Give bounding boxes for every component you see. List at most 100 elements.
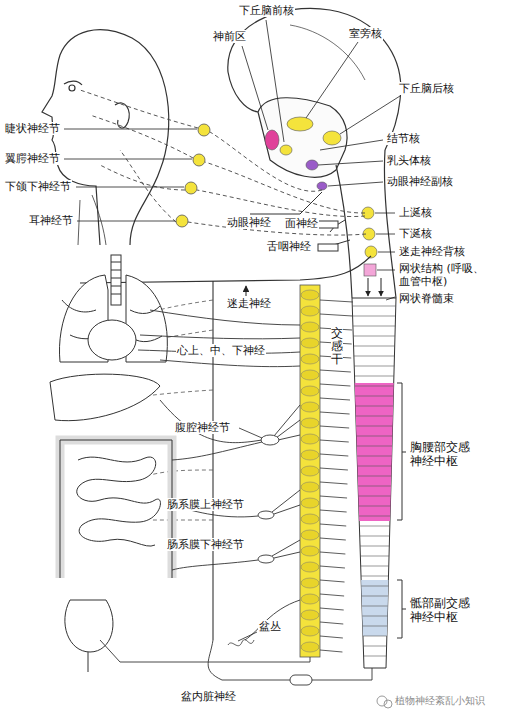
sympathetic-trunk: [301, 498, 319, 508]
watermark-icon: [377, 696, 392, 708]
nerve-branch: [100, 640, 310, 662]
nucleus-label: 上涎核: [398, 206, 433, 219]
spinal-cord: [340, 356, 410, 357]
trunk-label: 交感干: [331, 326, 343, 368]
head-outline: [69, 85, 75, 91]
leader-line: [378, 252, 395, 253]
vagus-nerve: [245, 286, 246, 296]
leader-line: [376, 234, 395, 235]
sympathetic-trunk: [301, 482, 319, 492]
leader-line: [242, 46, 268, 130]
organ: [65, 600, 113, 652]
bracket: [397, 383, 406, 520]
spinal-cord: [340, 406, 410, 407]
nerve-ramus: [320, 398, 350, 400]
sympathetic-trunk: [301, 306, 319, 316]
nerve-label: 舌咽神经: [266, 240, 312, 253]
ganglion: [258, 435, 312, 685]
nucleus: [323, 131, 341, 145]
vagus-nerve: [80, 256, 371, 640]
nerve-root: [318, 221, 338, 228]
nerve-label: 盆内脏神经: [180, 690, 237, 703]
leader-line: [328, 182, 383, 186]
ganglion-label: 翼腭神经节: [4, 152, 61, 165]
sympathetic-trunk: [301, 338, 319, 348]
organ: [77, 457, 161, 546]
organ: [50, 374, 160, 421]
nerve-ramus: [320, 412, 350, 414]
spinal-cord: [340, 656, 410, 657]
nucleus-label: 动眼神经副核: [386, 175, 454, 188]
ganglion: [258, 511, 274, 519]
nerve-ramus: [320, 608, 344, 610]
leader-line: [306, 42, 358, 118]
watermark: 植物神经紊乱小知识: [394, 695, 486, 707]
spinal-cord: [340, 486, 410, 487]
leader-line: [340, 96, 400, 134]
nerve-ramus: [320, 300, 353, 652]
nerve-dashed: [197, 190, 365, 217]
leader-line: [386, 297, 395, 300]
nucleus: [306, 160, 318, 170]
spinal-cord: [340, 646, 410, 647]
organ: [111, 255, 121, 305]
nerve-ramus: [320, 454, 348, 456]
spinal-cord: [340, 326, 410, 327]
sympathetic-trunk: [301, 466, 319, 476]
spinal-cord: [340, 346, 410, 347]
leader-line: [377, 270, 395, 271]
leader-line: [238, 632, 257, 641]
nucleus-label: 网状结构 (呼吸、血管中枢): [398, 262, 512, 288]
watermark-icon: [384, 700, 392, 708]
brain-section: [384, 150, 396, 298]
spinal-cord: [340, 626, 410, 627]
nerve-branch: [150, 310, 300, 325]
nerve-branch: [272, 540, 300, 556]
nerve-ramus: [320, 468, 348, 470]
sympathetic-trunk: [301, 322, 319, 332]
nerve-ramus: [320, 622, 343, 624]
leader-line: [76, 187, 184, 188]
organ: [60, 440, 172, 578]
head-outline: [115, 103, 129, 128]
sympathetic-trunk: [301, 626, 319, 636]
nerve-branch: [172, 560, 258, 570]
nerve-dashed: [90, 115, 193, 158]
spinal-cord: [340, 446, 410, 447]
leader-line: [266, 20, 284, 142]
nerve-dashed: [80, 90, 198, 128]
nucleus-label: 乳头体核: [386, 154, 432, 167]
sympathetic-trunk: [301, 514, 319, 524]
vagus-nerve: [80, 256, 371, 283]
nerve-branch: [274, 552, 300, 558]
sympathetic-trunk: [301, 370, 319, 380]
nerve-dashed: [100, 165, 185, 190]
bracket: [397, 580, 406, 638]
nerve-ramus: [320, 426, 349, 428]
leader-line: [375, 213, 395, 214]
sympathetic-trunk: [300, 285, 320, 657]
nerve-dashed: [120, 150, 176, 222]
ganglion: [176, 215, 188, 227]
ganglion-label: 耳神经节: [28, 214, 74, 227]
sympathetic-trunk: [301, 290, 319, 300]
spinal-cord: [340, 336, 410, 337]
ganglion-label: 下颌下神经节: [4, 180, 72, 193]
nerve-root: [318, 244, 338, 251]
nerve-dashed: [150, 470, 213, 475]
leader-line: [318, 161, 383, 165]
head-outline: [64, 81, 82, 85]
spinal-cord: [340, 606, 410, 607]
spinal-cord: [340, 306, 410, 307]
nerve-ramus: [320, 566, 345, 568]
sympathetic-trunk: [301, 354, 319, 364]
spinal-cord: [340, 566, 410, 567]
nucleus: [364, 264, 376, 276]
nerve-branch: [100, 310, 372, 680]
spinal-cord: [340, 576, 410, 577]
nerve-dashed: [210, 132, 322, 191]
nucleus-label: 室旁核: [348, 27, 383, 40]
sympathetic-trunk: [301, 434, 319, 444]
nerve-branch: [278, 435, 300, 440]
